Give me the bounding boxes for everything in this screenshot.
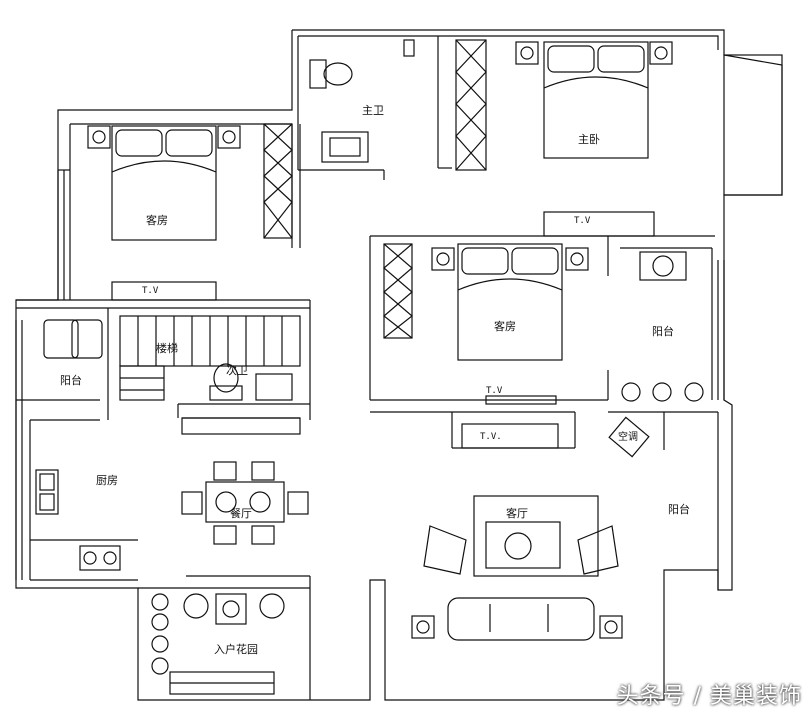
label-stairs: 楼梯 <box>156 342 178 355</box>
aircon-unit <box>608 416 650 458</box>
label-master-bedroom: 主卧 <box>578 133 600 146</box>
plants <box>151 382 704 675</box>
bathroom-fixtures <box>209 39 415 401</box>
stairs-graphic <box>119 315 301 401</box>
kitchen-fixtures <box>35 469 121 571</box>
label-balcony-mid: 阳台 <box>652 325 674 338</box>
tv-label-mid-top: T.V <box>574 216 591 226</box>
label-living: 客厅 <box>506 507 528 520</box>
washing-machine <box>639 251 687 281</box>
label-balcony-left: 阳台 <box>60 374 82 387</box>
label-dining: 餐厅 <box>230 507 252 520</box>
watermark: 头条号 / 美巢装饰 <box>616 684 802 709</box>
label-balcony-right: 阳台 <box>668 503 690 516</box>
label-second-bath: 次卫 <box>226 364 248 377</box>
beds <box>111 41 649 361</box>
garden-set <box>183 593 285 625</box>
tv-label-left-room: T.V <box>142 286 159 296</box>
interior-walls <box>16 36 719 700</box>
tv-label-mid-bottom: T.V <box>486 386 503 396</box>
label-guest-room-left: 客房 <box>146 214 168 227</box>
label-aircon: 空调 <box>618 432 638 443</box>
label-garden: 入户花园 <box>214 643 258 656</box>
label-kitchen: 厨房 <box>96 474 118 487</box>
label-guest-room-mid: 客房 <box>494 320 516 333</box>
tv-units <box>111 211 655 449</box>
nightstands <box>87 41 673 271</box>
windows <box>15 170 725 695</box>
wardrobes <box>263 39 487 339</box>
living-set <box>411 495 623 641</box>
tv-label-living: T.V. <box>480 432 502 442</box>
dining-set <box>181 461 309 545</box>
label-master-bath: 主卫 <box>362 104 384 117</box>
balcony-chairs <box>43 319 103 359</box>
